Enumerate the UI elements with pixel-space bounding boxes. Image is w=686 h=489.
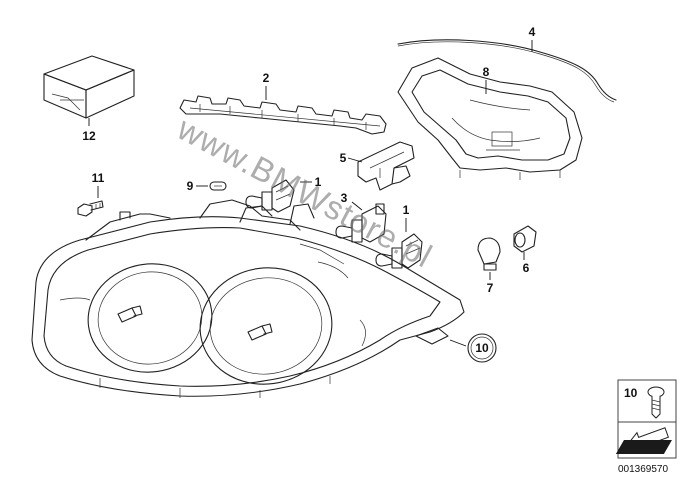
diagram-id: 001369570 (618, 464, 668, 475)
part-6-socket (513, 225, 537, 253)
legend-screw-icon (647, 386, 665, 419)
callout-1-lower: 1 (403, 203, 410, 217)
callout-11: 11 (92, 171, 105, 185)
part-2-bracket (179, 95, 387, 135)
callout-8: 8 (483, 65, 490, 79)
arrow-icon (615, 427, 672, 454)
part-10-cap (467, 333, 497, 363)
part-4-cable (397, 39, 617, 103)
leader-5 (347, 157, 363, 163)
callout-10: 10 (475, 341, 489, 355)
part-5-clip (357, 141, 415, 191)
leader-10 (449, 339, 467, 347)
leader-3 (351, 201, 363, 211)
watermark-text: www.BMWstore.pl (171, 109, 439, 275)
part-11-screw (77, 200, 104, 217)
callout-5: 5 (340, 151, 347, 165)
callout-3: 3 (341, 191, 348, 205)
callout-2: 2 (263, 71, 270, 85)
part-12-box (43, 55, 135, 119)
callout-12: 12 (82, 129, 96, 143)
part-1-bulb-lower (375, 233, 423, 269)
callout-7: 7 (487, 281, 494, 295)
part-7-wedge-bulb (477, 237, 501, 271)
callout-6: 6 (523, 261, 530, 275)
callout-1-upper: 1 (315, 175, 322, 189)
part-9-small-bulb (209, 181, 227, 191)
part-8-cover (397, 57, 583, 180)
headlight-assembly (31, 199, 465, 398)
legend-box: 10 (615, 379, 677, 459)
callout-9: 9 (187, 179, 194, 193)
callout-4: 4 (529, 25, 536, 39)
legend-number: 10 (624, 386, 638, 400)
